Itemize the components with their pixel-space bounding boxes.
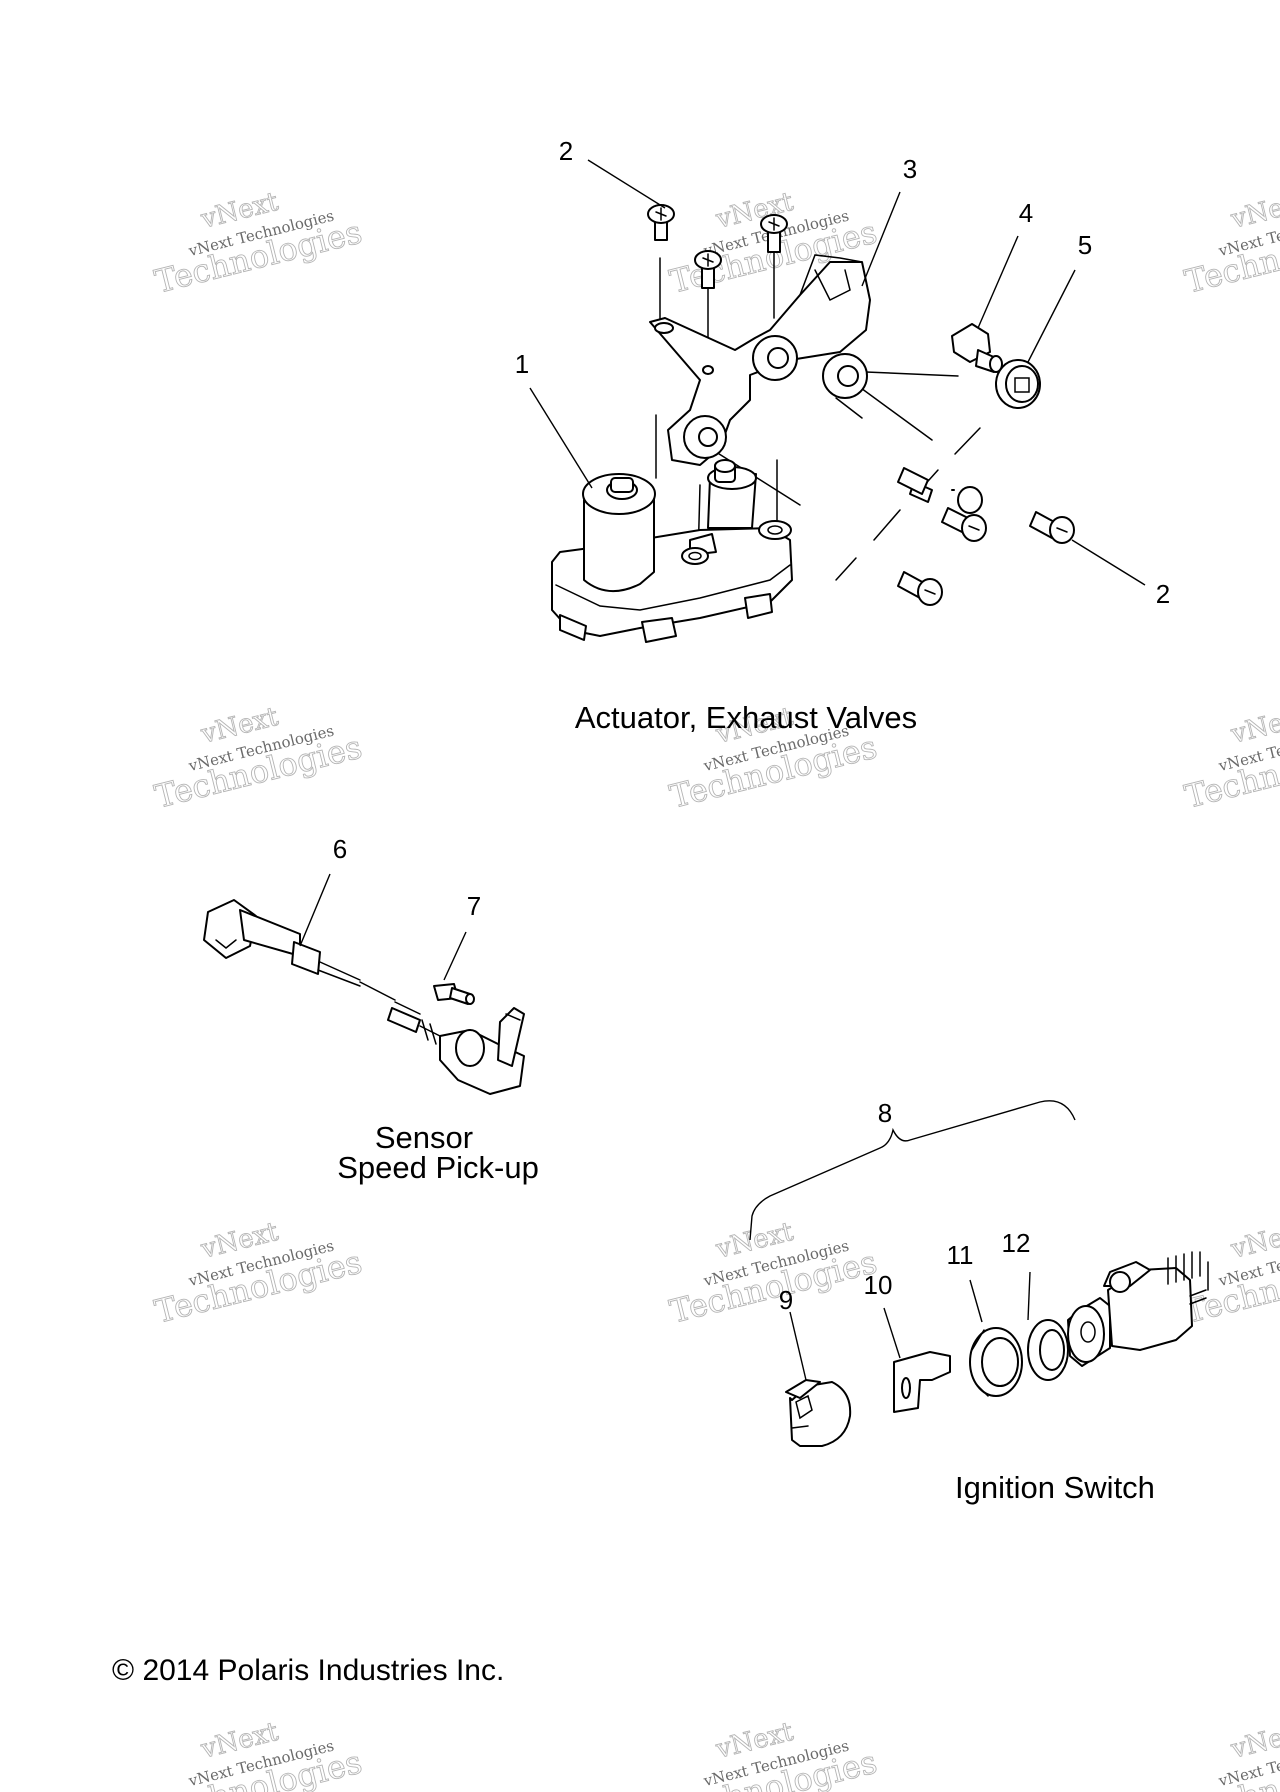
screw: [760, 214, 788, 253]
watermark: vNext vNext Technologies Technologies: [151, 1216, 367, 1331]
sensor-head: [439, 1007, 525, 1095]
watermark: vNext vNext Technologies Technologies: [151, 186, 367, 301]
callout-3: 3: [903, 154, 917, 184]
watermark: vNext vNext Technologies Technologies: [1181, 186, 1280, 301]
sensor-caption-line2: Speed Pick-up: [337, 1150, 539, 1185]
screw: [897, 571, 943, 606]
callout-8: 8: [878, 1098, 892, 1128]
sensor-assembly: 6 7 Sensor Speed Pick-up: [203, 834, 539, 1185]
callout-5: 5: [1078, 230, 1092, 260]
sensor-bolt: [433, 983, 475, 1005]
watermark: vNext vNext Technologies Technologies: [1181, 701, 1280, 816]
actuator-fitting: [951, 323, 1003, 373]
screw: [897, 467, 983, 514]
actuator-assembly: 2 3 4 5 1 2 Actuator, Exhaust Valves: [515, 136, 1170, 735]
watermark: vNext vNext Technologies Technologies: [151, 701, 367, 816]
copyright-notice: © 2014 Polaris Industries Inc.: [112, 1654, 504, 1687]
callout-2-bottom: 2: [1156, 579, 1170, 609]
watermark: vNext vNext Technologies Technologies: [1181, 1716, 1280, 1792]
ignition-switch-body: [1067, 1251, 1209, 1367]
sensor-caption-line1: Sensor: [375, 1120, 473, 1155]
screw: [941, 507, 987, 542]
callout-12: 12: [1002, 1228, 1031, 1258]
sensor-wire: [359, 981, 441, 1045]
ignition-key-head: [785, 1379, 852, 1447]
actuator-plug: [995, 359, 1041, 409]
watermark: vNext vNext Technologies Technologies: [666, 1716, 882, 1792]
screw: [1029, 511, 1075, 544]
callout-6: 6: [333, 834, 347, 864]
callout-4: 4: [1019, 198, 1033, 228]
actuator-screws: [647, 204, 1075, 606]
callout-7: 7: [467, 891, 481, 921]
actuator-bracket: [649, 254, 871, 466]
watermark: vNext vNext Technologies Technologies: [666, 1216, 882, 1331]
callout-1: 1: [515, 349, 529, 379]
ignition-key: [893, 1351, 951, 1413]
ignition-nut: [969, 1327, 1023, 1397]
ignition-assembly: 8 9 10 11 12 Ignition Switch: [749, 1098, 1209, 1505]
watermark: vNext vNext Technologies Technologies: [151, 1716, 367, 1792]
screw: [647, 204, 675, 241]
callout-9: 9: [779, 1285, 793, 1315]
kit-brace: [749, 1100, 1076, 1241]
callout-2-top: 2: [559, 136, 573, 166]
ignition-caption: Ignition Switch: [955, 1470, 1155, 1505]
actuator-caption: Actuator, Exhaust Valves: [575, 700, 917, 735]
screw: [694, 250, 722, 289]
ignition-washer: [1027, 1319, 1069, 1381]
callout-10: 10: [864, 1270, 893, 1300]
actuator-motor: [551, 459, 793, 643]
sensor-connector: [203, 899, 361, 987]
callout-11: 11: [947, 1240, 974, 1270]
